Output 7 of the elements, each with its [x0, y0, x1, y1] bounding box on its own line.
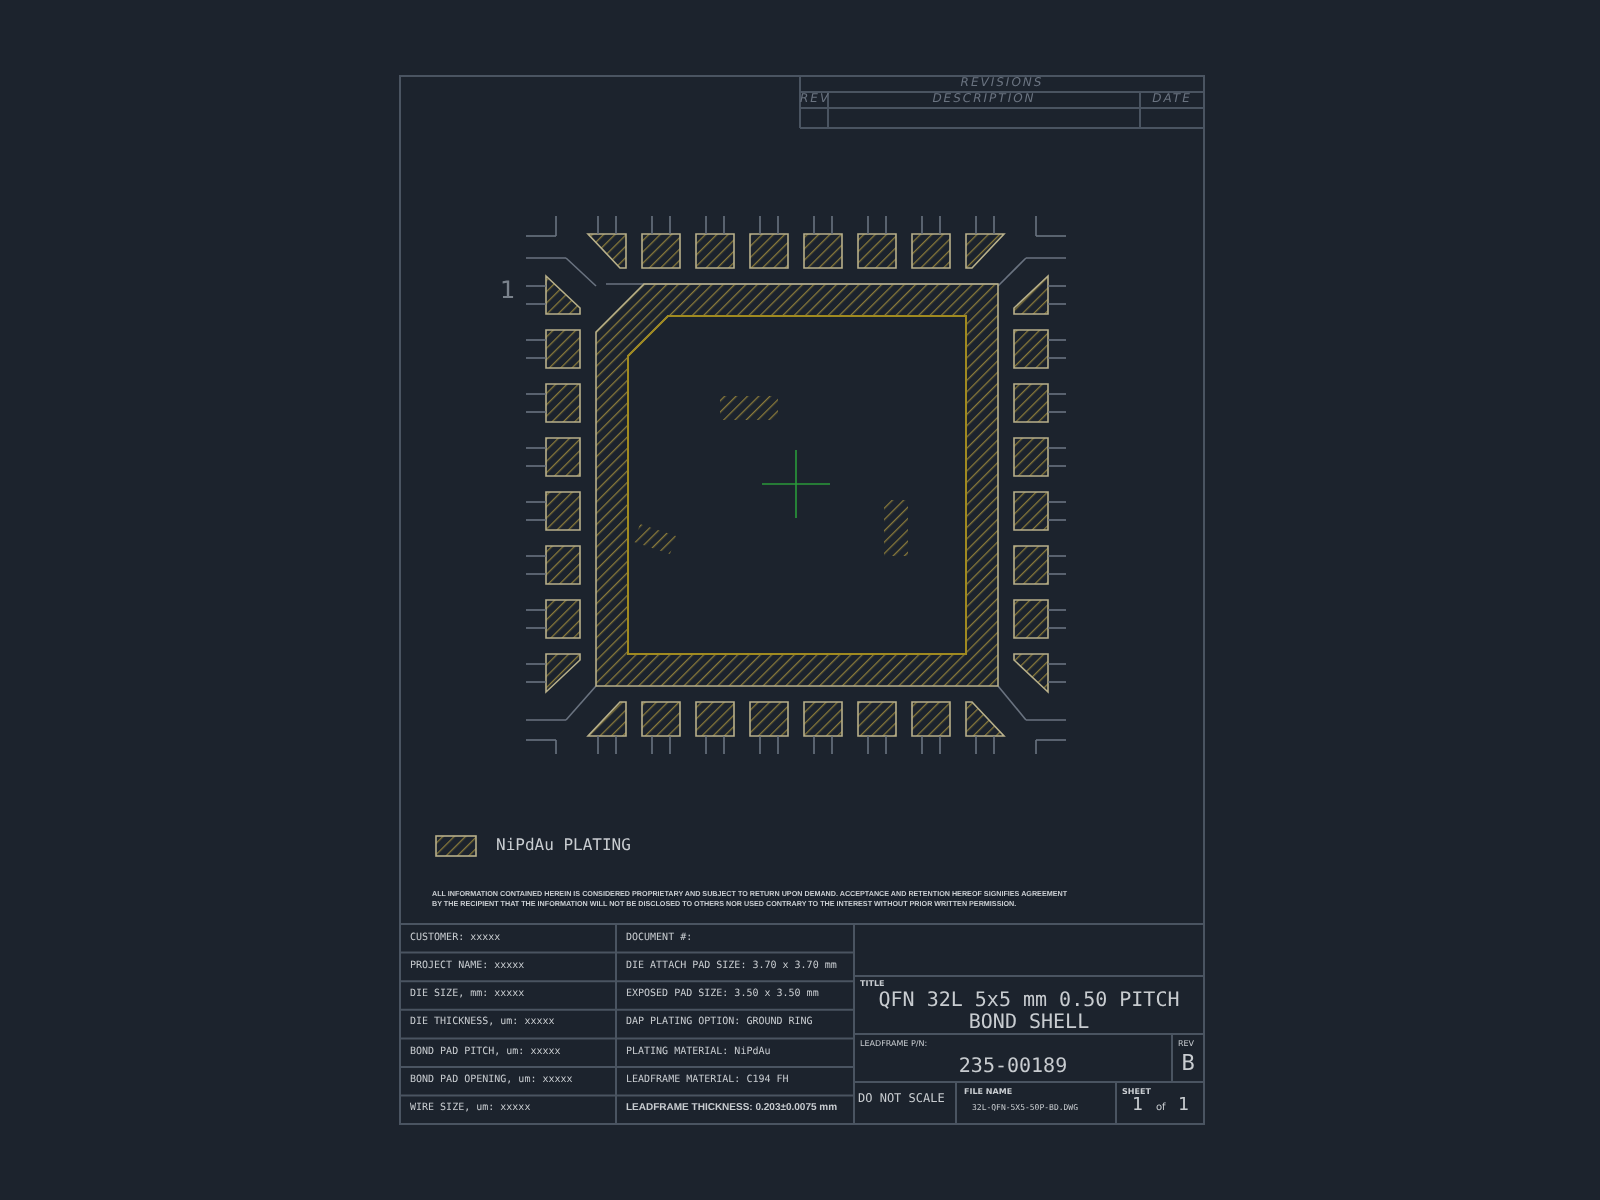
- legend-label: NiPdAu PLATING: [496, 838, 631, 856]
- drawing-title: QFN 32L 5x5 mm 0.50 PITCH BOND SHELL: [876, 990, 1182, 1034]
- pin-number: 1: [500, 278, 516, 305]
- revision-letter: B: [1179, 1052, 1197, 1077]
- sheet-number: 1: [1132, 1098, 1143, 1118]
- part-number: 235-00189: [956, 1056, 1070, 1078]
- sheet-count: 1: [1178, 1098, 1189, 1118]
